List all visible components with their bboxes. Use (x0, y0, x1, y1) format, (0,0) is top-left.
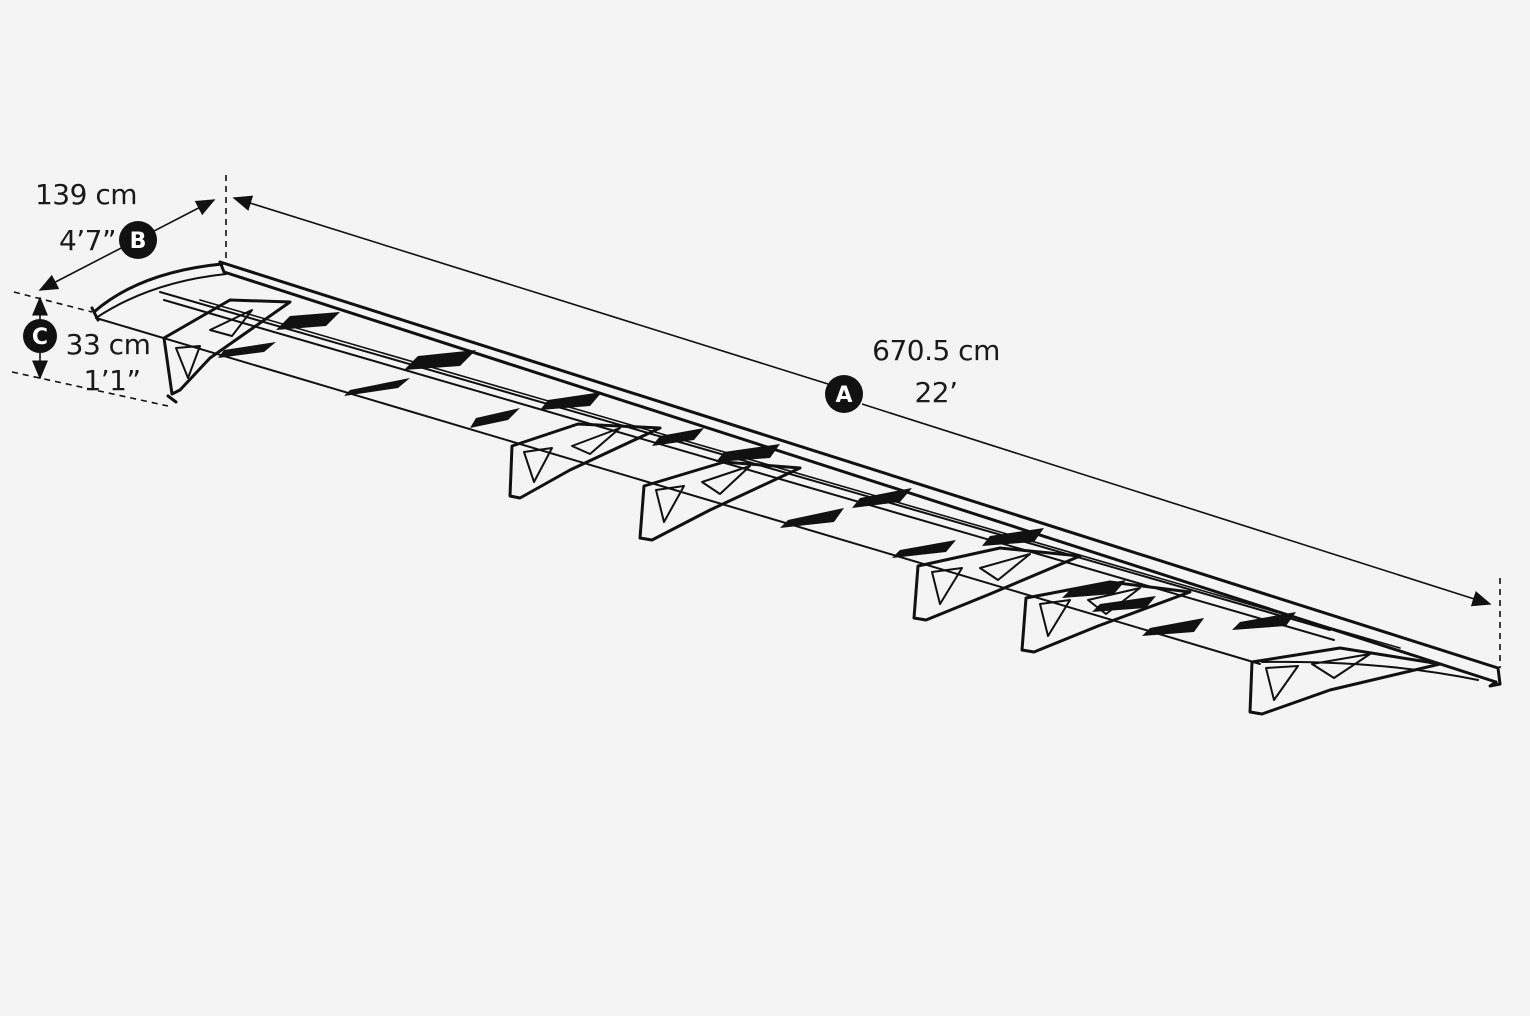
middle-bar (159, 291, 1335, 641)
dimension-b: B 139 cm 4’7” (35, 178, 216, 291)
dimension-a: A 670.5 cm 22’ (225, 175, 1501, 668)
badge-c-label: C (32, 325, 48, 350)
dimension-b-imperial: 4’7” (59, 224, 116, 257)
front-sheet-edge (95, 317, 1261, 665)
bracket-3 (638, 460, 802, 542)
wall-rail (218, 260, 1502, 688)
badge-b (119, 221, 157, 259)
extension-line-c-top (13, 291, 93, 313)
dimension-b-metric: 139 cm (35, 178, 137, 211)
canopy-structure (90, 260, 1502, 716)
cross-slats (218, 312, 1296, 636)
dimension-c-imperial: 1’1” (83, 364, 140, 397)
dimension-c: C 33 cm 1’1” (11, 291, 169, 407)
dimension-line-a-upper (232, 195, 829, 385)
front-right-arc (1261, 660, 1479, 681)
bracket-4 (912, 546, 1082, 622)
dimension-a-imperial: 22’ (914, 376, 957, 409)
badge-a-label: A (835, 383, 852, 408)
rear-bar (199, 299, 1401, 649)
bracket-2 (508, 422, 662, 500)
dimension-c-metric: 33 cm (66, 328, 151, 361)
bracket-6 (1248, 646, 1442, 716)
badge-a (825, 375, 863, 413)
dimension-a-metric: 670.5 cm (872, 334, 1000, 367)
bracket-1 (162, 298, 292, 404)
bracket-5 (1020, 580, 1192, 654)
dimension-line-a-lower (861, 403, 1492, 607)
badge-b-label: B (130, 229, 147, 254)
badge-c (23, 319, 57, 353)
